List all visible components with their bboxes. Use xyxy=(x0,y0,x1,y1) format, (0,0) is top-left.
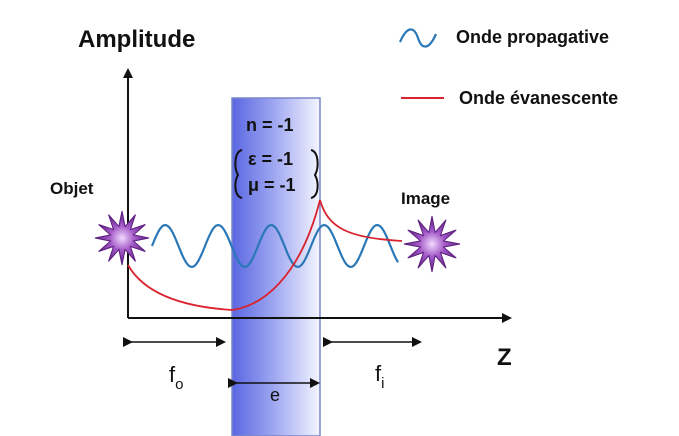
evanescent-wave-decaying xyxy=(319,199,403,242)
slab-mu-label: μ = -1 xyxy=(248,175,296,195)
image-distance-subscript: i xyxy=(381,375,385,393)
image-label: Image xyxy=(401,189,451,208)
right-brace xyxy=(310,149,319,199)
image-star-icon xyxy=(403,215,461,273)
object-star-icon xyxy=(94,210,150,266)
left-brace xyxy=(234,149,243,199)
object-distance-symbol: f xyxy=(169,362,176,387)
slab-index-label: n = -1 xyxy=(246,115,294,135)
y-axis-label: Amplitude xyxy=(78,26,196,53)
z-axis-label: Z xyxy=(497,344,512,371)
object-label: Objet xyxy=(50,179,94,198)
slab-epsilon-label: ε = -1 xyxy=(248,149,294,169)
object-distance-subscript: o xyxy=(175,376,184,394)
image-distance-label: fi xyxy=(375,361,385,393)
legend-propagative-swatch xyxy=(398,28,438,48)
evanescent-wave-growing xyxy=(127,199,321,311)
thickness-label: e xyxy=(270,385,281,405)
object-distance-label: fo xyxy=(169,362,184,394)
legend-evanescent-label: Onde évanescente xyxy=(459,88,619,108)
legend-propagative-label: Onde propagative xyxy=(456,27,610,47)
image-distance-symbol: f xyxy=(375,361,382,386)
propagative-wave xyxy=(150,223,399,269)
